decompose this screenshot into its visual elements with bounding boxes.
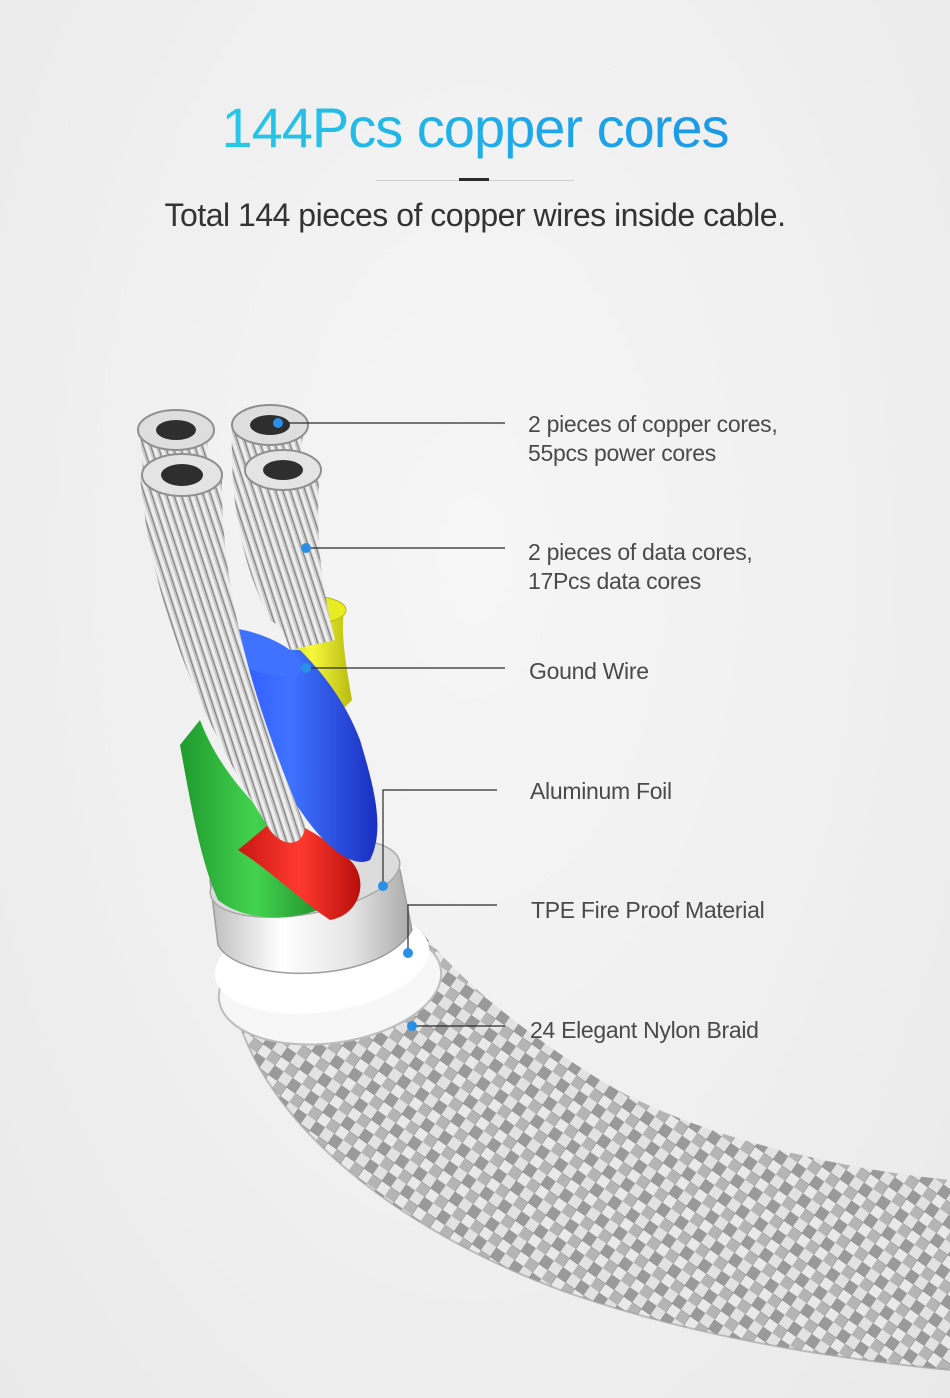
callout-dot-copper: [273, 418, 283, 428]
nylon-braid-jacket: [230, 930, 950, 1370]
callout-ground-wire-line-1: Gound Wire: [529, 658, 649, 684]
callout-dots: [273, 418, 417, 1031]
callout-ground-wire: Gound Wire: [529, 657, 649, 686]
callout-copper-cores: 2 pieces of copper cores, 55pcs power co…: [528, 410, 778, 468]
callout-copper-cores-line-2: 55pcs power cores: [528, 440, 716, 466]
page-subtitle: Total 144 pieces of copper wires inside …: [164, 197, 786, 233]
data-wire-red: [238, 815, 361, 920]
callout-leader-lines: [278, 422, 505, 1027]
callout-dot-tpe: [403, 948, 413, 958]
callout-nylon-braid-line-1: 24 Elegant Nylon Braid: [530, 1017, 759, 1043]
callout-dot-foil: [378, 881, 388, 891]
callout-data-cores-line-1: 2 pieces of data cores,: [528, 539, 753, 565]
callout-data-cores-line-2: 17Pcs data cores: [528, 568, 701, 594]
copper-strands-front-right: [245, 470, 335, 650]
copper-core-ends: [137, 404, 322, 497]
callout-copper-cores-line-1: 2 pieces of copper cores,: [528, 411, 778, 437]
callout-nylon-braid: 24 Elegant Nylon Braid: [530, 1016, 759, 1045]
callout-aluminum-foil-line-1: Aluminum Foil: [530, 778, 672, 804]
page-title: 144Pcs copper cores: [0, 92, 950, 164]
copper-strands-front-left: [140, 475, 305, 843]
callout-aluminum-foil: Aluminum Foil: [530, 777, 672, 806]
callout-dot-ground: [301, 663, 311, 673]
callout-tpe-material: TPE Fire Proof Material: [531, 896, 765, 925]
callout-dot-data: [301, 543, 311, 553]
callout-data-cores: 2 pieces of data cores, 17Pcs data cores: [528, 538, 753, 596]
callout-dot-braid: [407, 1021, 417, 1031]
callout-tpe-material-line-1: TPE Fire Proof Material: [531, 897, 765, 923]
title-divider-mark: [459, 178, 489, 181]
